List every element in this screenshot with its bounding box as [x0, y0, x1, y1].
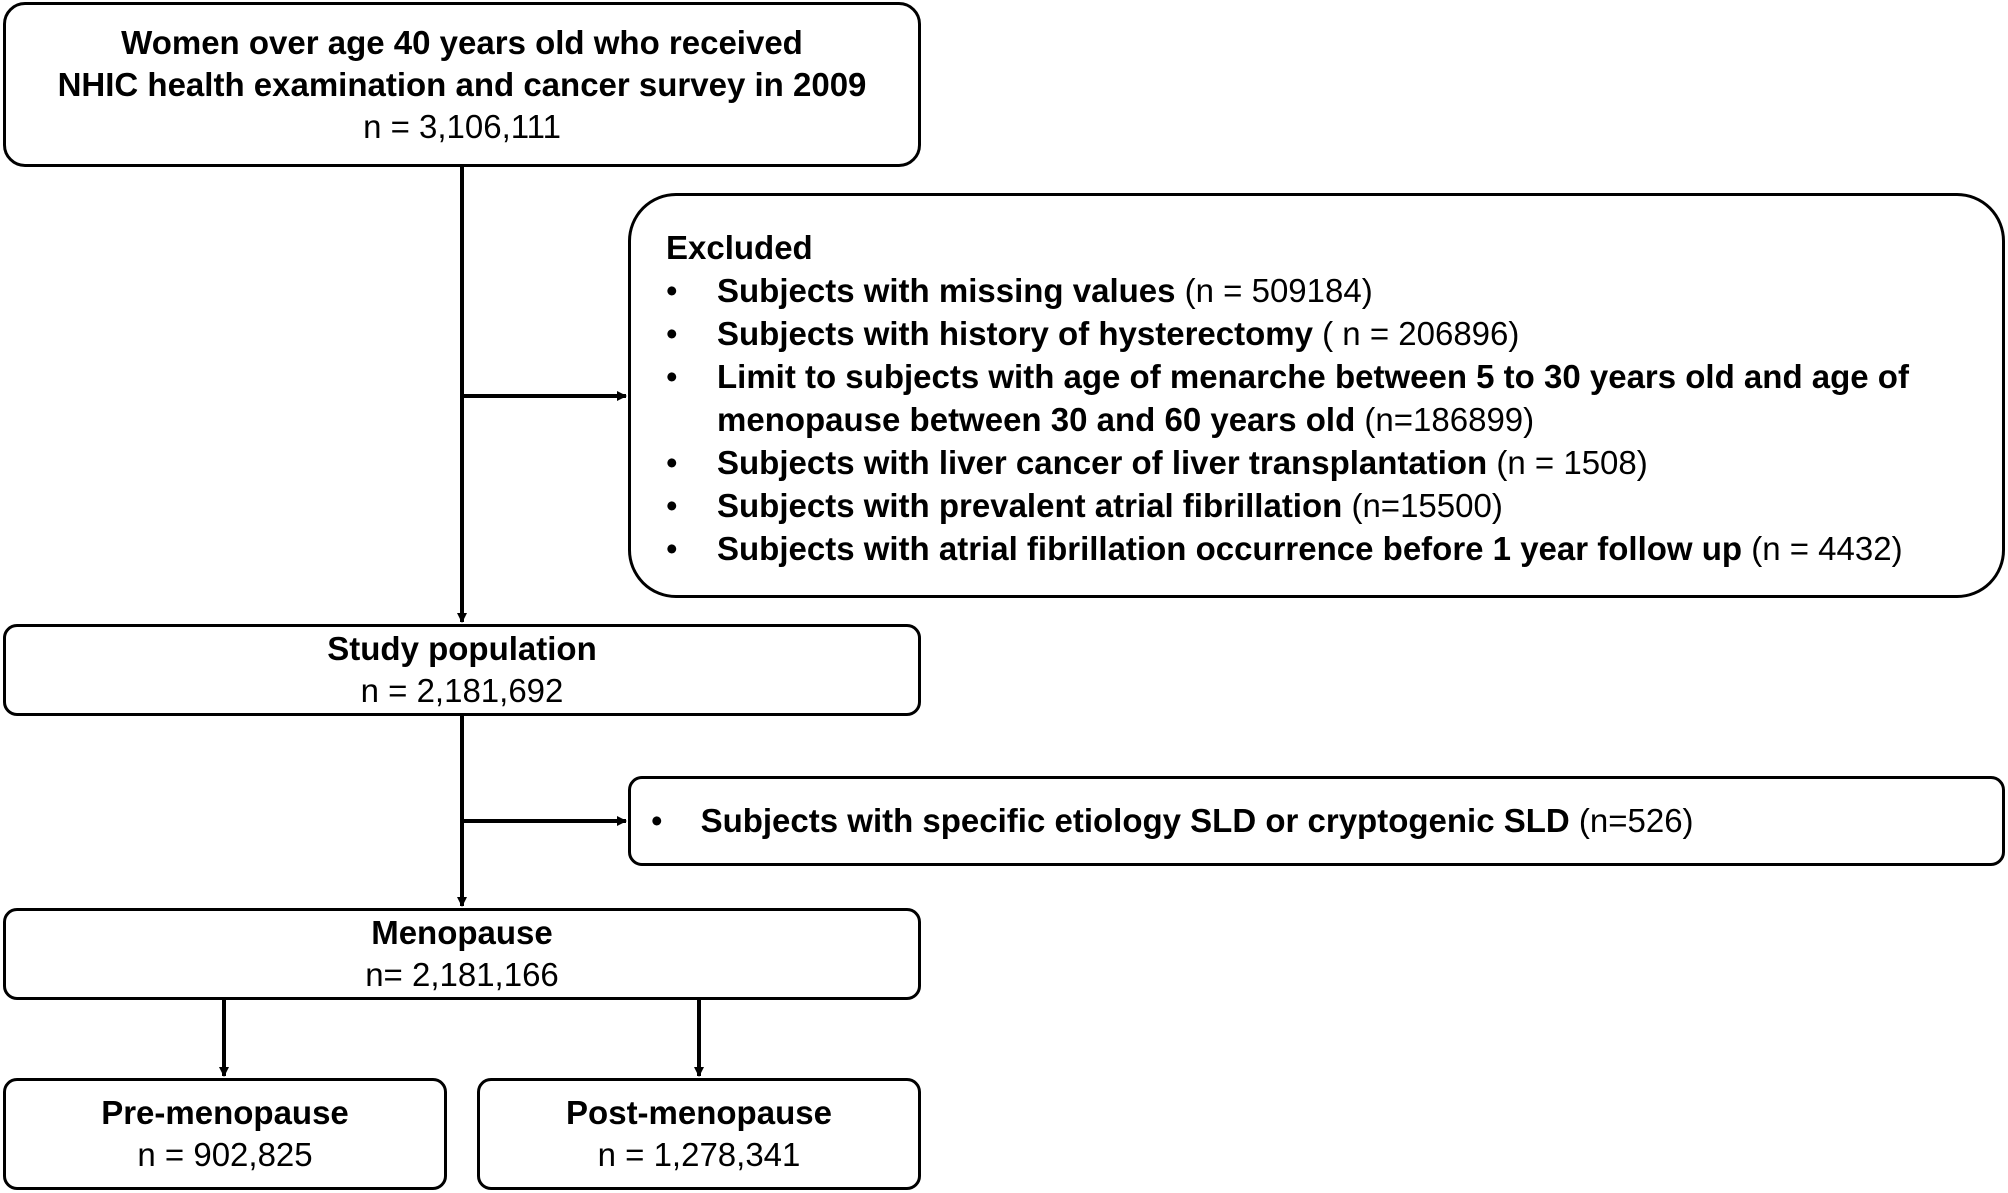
exclusion-item-count: (n=186899): [1355, 401, 1535, 438]
initial-cohort-title-line1: Women over age 40 years old who received: [121, 23, 803, 61]
menopause-box: Menopause n= 2,181,166: [3, 908, 921, 1000]
exclusion-item: • Limit to subjects with age of menarche …: [666, 355, 1982, 441]
initial-cohort-title-line2: NHIC health examination and cancer surve…: [57, 65, 867, 103]
study-population-count: n = 2,181,692: [360, 672, 564, 709]
exclusion-item-count: (n=15500): [1342, 487, 1503, 524]
sld-exclusion-label: Subjects with specific etiology SLD or c…: [700, 802, 1570, 839]
post-menopause-count: n = 1,278,341: [597, 1136, 801, 1173]
exclusion-item-label: Subjects with liver cancer of liver tran…: [717, 444, 1488, 481]
pre-menopause-title: Pre-menopause: [101, 1094, 349, 1131]
bullet-icon: •: [651, 802, 663, 839]
exclusion-item: • Subjects with missing values (n = 50918…: [666, 269, 1982, 312]
menopause-title: Menopause: [371, 914, 553, 951]
study-population-box: Study population n = 2,181,692: [3, 624, 921, 716]
bullet-icon: •: [666, 358, 678, 395]
menopause-count: n= 2,181,166: [365, 956, 559, 993]
exclusion-item-count: ( n = 206896): [1312, 315, 1520, 352]
exclusion-title: Excluded: [666, 229, 813, 266]
exclusion-item-label: Subjects with atrial fibrillation occurr…: [717, 530, 1743, 567]
exclusion-item: • Subjects with prevalent atrial fibrilla…: [666, 484, 1982, 527]
exclusion-item-label: Subjects with history of hysterectomy: [717, 315, 1313, 352]
pre-menopause-box: Pre-menopause n = 902,825: [3, 1078, 447, 1190]
exclusion-item: • Subjects with atrial fibrillation occur…: [666, 527, 1982, 570]
initial-cohort-count: n = 3,106,111: [363, 107, 561, 145]
pre-menopause-count: n = 902,825: [137, 1136, 313, 1173]
bullet-icon: •: [666, 530, 678, 567]
bullet-icon: •: [666, 444, 678, 481]
exclusion-item-count: (n = 4432): [1742, 530, 1903, 567]
exclusion-item-label: Subjects with missing values: [717, 272, 1176, 309]
exclusion-item-label: Subjects with prevalent atrial fibrillat…: [717, 487, 1343, 524]
bullet-icon: •: [666, 315, 678, 352]
study-population-title: Study population: [327, 630, 597, 667]
post-menopause-box: Post-menopause n = 1,278,341: [477, 1078, 921, 1190]
exclusion-list: • Subjects with missing values (n = 50918…: [666, 269, 1982, 570]
initial-cohort-box: Women over age 40 years old who received…: [3, 2, 921, 167]
exclusion-item-count: (n = 509184): [1175, 272, 1373, 309]
exclusion-item-count: (n = 1508): [1487, 444, 1648, 481]
exclusion-criteria-box: Excluded • Subjects with missing values (…: [628, 193, 2005, 598]
exclusion-item-label: Limit to subjects with age of menarche b…: [717, 358, 1909, 438]
sld-exclusion-box: • Subjects with specific etiology SLD or…: [628, 776, 2005, 866]
exclusion-item: • Subjects with history of hysterectomy (…: [666, 312, 1982, 355]
bullet-icon: •: [666, 272, 678, 309]
exclusion-item: • Subjects with liver cancer of liver tra…: [666, 441, 1982, 484]
sld-exclusion-count: (n=526): [1569, 802, 1694, 839]
post-menopause-title: Post-menopause: [566, 1094, 832, 1131]
bullet-icon: •: [666, 487, 678, 524]
